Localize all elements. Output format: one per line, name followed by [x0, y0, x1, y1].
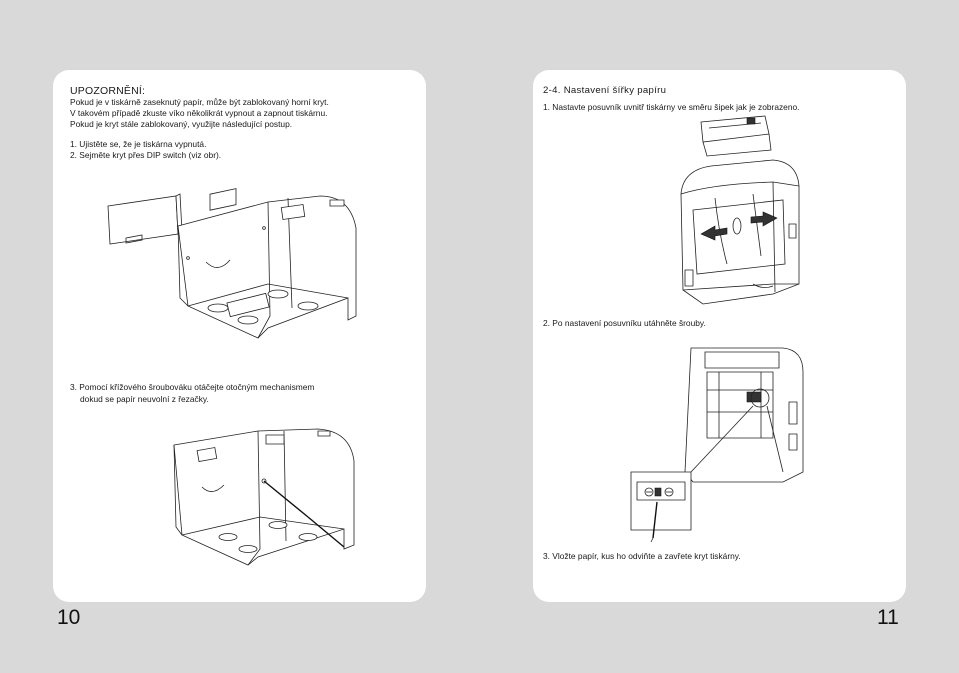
warning-line-3: Pokud je kryt stále zablokovaný, využijt…: [70, 119, 293, 129]
tighten-screws-illustration: [623, 342, 813, 542]
page-number-left: 10: [57, 606, 81, 629]
step-3-line-2: dokud se papír neuvolní z řezačky.: [80, 394, 209, 404]
step-3-line-1: 3. Pomocí křížového šroubováku otáčejte …: [70, 382, 315, 392]
screwdriver-mechanism-illustration: [168, 425, 368, 585]
page-number-right: 11: [877, 606, 899, 629]
section-title: 2-4. Nastavení šířky papíru: [543, 85, 667, 96]
paper-width-slider-illustration: [653, 114, 803, 314]
right-step-2-text: 2. Po nastavení posuvníku utáhněte šroub…: [543, 318, 706, 328]
dip-cover-removal-illustration: [98, 188, 358, 348]
step-1-text: 1. Ujistěte se, že je tiskárna vypnutá.: [70, 139, 207, 149]
dip-cover-plate: [108, 196, 178, 244]
slider-arrow-left-icon: [701, 226, 727, 240]
left-page: UPOZORNĚNÍ: Pokud je v tiskárně zaseknut…: [53, 70, 426, 602]
slider-arrow-right-icon: [751, 212, 777, 226]
right-page: 2-4. Nastavení šířky papíru 1. Nastavte …: [533, 70, 906, 602]
warning-title: UPOZORNĚNÍ:: [70, 85, 146, 97]
right-step-3-text: 3. Vložte papír, kus ho odviňte a zavřet…: [543, 551, 741, 561]
warning-line-2: V takovém případě zkuste víko několikrát…: [70, 108, 328, 118]
screw-zoom-inset: [631, 472, 691, 530]
right-step-1-text: 1. Nastavte posuvník uvnitř tiskárny ve …: [543, 102, 800, 112]
screwdriver-shaft: [264, 481, 308, 517]
warning-line-1: Pokud je v tiskárně zaseknutý papír, můž…: [70, 97, 329, 107]
step-2-text: 2. Sejměte kryt přes DIP switch (viz obr…: [70, 150, 222, 160]
